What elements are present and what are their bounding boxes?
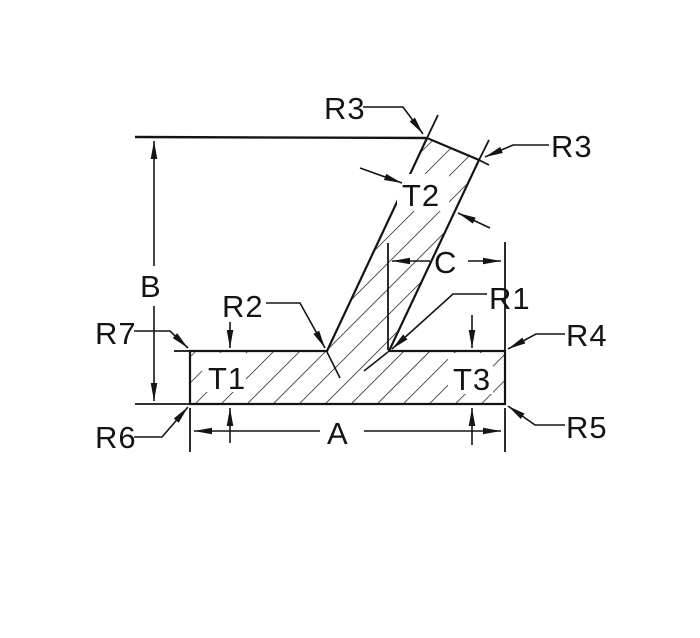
label-t1: T1 [208, 361, 246, 396]
leader-lines [134, 106, 565, 438]
leader-r3-top [363, 106, 424, 135]
profile-outline [188, 136, 507, 406]
label-r6: R6 [95, 420, 137, 455]
leader-r1-overshoot [363, 351, 389, 372]
extension-lines [134, 135, 506, 452]
label-t2: T2 [402, 178, 440, 213]
label-r3-top: R3 [324, 91, 366, 126]
label-t3: T3 [453, 362, 491, 397]
label-r2: R2 [222, 289, 264, 324]
dim-t2-lower [457, 212, 491, 229]
label-r7: R7 [95, 316, 137, 351]
label-r1: R1 [489, 281, 531, 316]
leader-r2-overshoot [326, 351, 341, 379]
label-r4: R4 [566, 318, 608, 353]
dimension-lines [150, 141, 501, 445]
label-r3-right: R3 [551, 129, 593, 164]
label-r5: R5 [566, 410, 608, 445]
leader-r5 [507, 405, 565, 426]
leader-r4 [507, 333, 565, 350]
leader-r3-right [484, 144, 549, 158]
dim-t2-upper [359, 167, 403, 184]
leader-r1 [391, 293, 487, 350]
label-c: C [434, 245, 457, 280]
leader-r7 [134, 330, 189, 349]
b-top-extension-line [134, 135, 427, 140]
corner-ticks [426, 114, 490, 166]
leader-r6 [134, 406, 189, 438]
leader-r2 [266, 302, 326, 349]
text-masks [202, 174, 493, 394]
dimension-labels: R3 R3 T2 C B R2 R1 R7 R4 T1 T3 R6 R5 A [95, 91, 608, 455]
label-b: B [140, 269, 162, 304]
label-a: A [327, 416, 349, 451]
